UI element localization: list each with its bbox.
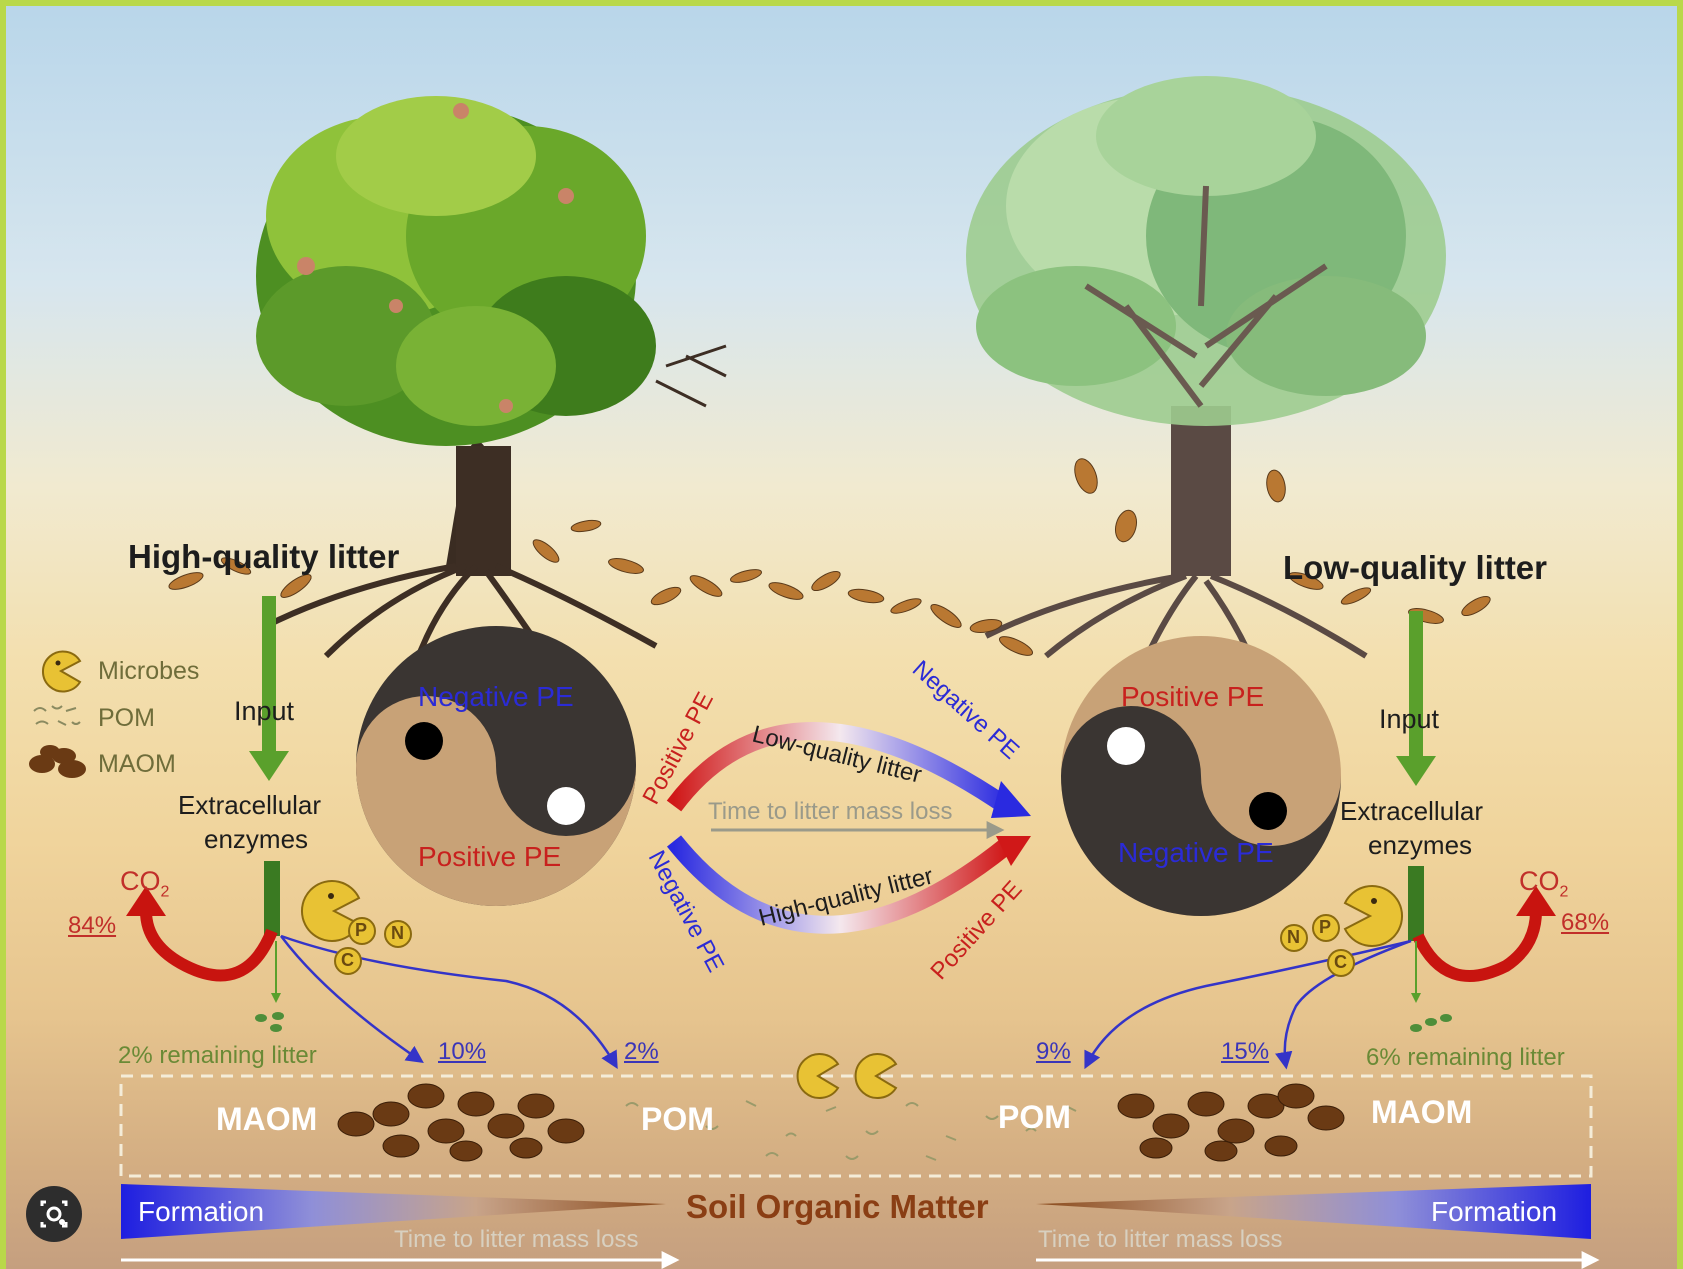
- nutrient-n-left: N: [391, 924, 404, 942]
- nutrient-c-right: C: [1334, 953, 1347, 971]
- maom-icon: [29, 745, 86, 778]
- nutrient-c-left: C: [341, 951, 354, 969]
- left-enzymes-line2: enzymes: [204, 826, 308, 852]
- right-enzymes-line2: enzymes: [1368, 832, 1472, 858]
- right-maom-percent: 15%: [1221, 1040, 1269, 1064]
- left-co2-percent: 84%: [68, 914, 116, 938]
- left-litter-title: High-quality litter: [128, 540, 399, 573]
- remaining-litter-dots: [255, 1012, 1452, 1032]
- center-negative-pe-top: Negative PE: [907, 655, 1024, 764]
- left-co2-label: CO2: [120, 868, 169, 900]
- soil-pom-right: POM: [998, 1101, 1071, 1133]
- pom-icon: [34, 706, 80, 725]
- right-enzymes-line1: Extracellular: [1340, 798, 1483, 824]
- diagram-canvas: Positive PE Negative PE Low-quality litt…: [6, 6, 1677, 1269]
- legend-maom: MAOM: [98, 752, 176, 777]
- input-arrow-right: [1396, 611, 1436, 941]
- right-pom-percent: 9%: [1036, 1040, 1071, 1064]
- yin-yang-right: [1061, 636, 1341, 916]
- microbe-icon-right: [1345, 886, 1402, 946]
- soil-organic-matter-title: Soil Organic Matter: [686, 1190, 989, 1223]
- nutrient-n-right: N: [1287, 928, 1300, 946]
- formation-label-left: Formation: [138, 1198, 264, 1226]
- microbe-icon: [43, 652, 80, 692]
- right-remaining-litter: 6% remaining litter: [1366, 1046, 1565, 1070]
- left-yin-bottom-label: Positive PE: [418, 843, 561, 871]
- diagram-artwork: Positive PE Negative PE Low-quality litt…: [6, 6, 1677, 1269]
- left-remaining-litter: 2% remaining litter: [118, 1044, 317, 1068]
- maom-clumps-right: [1118, 1084, 1344, 1161]
- center-time-label: Time to litter mass loss: [708, 800, 953, 824]
- left-yin-top-label: Negative PE: [418, 683, 574, 711]
- formation-label-right: Formation: [1431, 1198, 1557, 1226]
- image-search-icon: [26, 1186, 82, 1242]
- right-yin-top-label: Positive PE: [1121, 683, 1264, 711]
- legend-microbes: Microbes: [98, 659, 199, 684]
- legend-pom: POM: [98, 706, 155, 731]
- image-search-button[interactable]: [26, 1186, 82, 1242]
- right-co2-label: CO2: [1519, 868, 1568, 900]
- right-litter-title: Low-quality litter: [1283, 551, 1547, 584]
- left-enzymes-line1: Extracellular: [178, 792, 321, 818]
- maom-clumps-left: [338, 1084, 584, 1161]
- soil-maom-left: MAOM: [216, 1103, 317, 1135]
- nutrient-p-left: P: [355, 921, 367, 939]
- input-arrow-left: [249, 596, 289, 936]
- time-label-right: Time to litter mass loss: [1038, 1228, 1283, 1252]
- nutrient-p-right: P: [1319, 918, 1331, 936]
- left-pom-percent: 2%: [624, 1040, 659, 1064]
- time-label-left: Time to litter mass loss: [394, 1228, 639, 1252]
- left-input-label: Input: [234, 698, 294, 725]
- right-input-label: Input: [1379, 706, 1439, 733]
- left-maom-percent: 10%: [438, 1040, 486, 1064]
- soil-pom-left: POM: [641, 1103, 714, 1135]
- right-co2-percent: 68%: [1561, 911, 1609, 935]
- right-yin-bottom-label: Negative PE: [1118, 839, 1274, 867]
- soil-maom-right: MAOM: [1371, 1096, 1472, 1128]
- broadleaf-tree-icon: [256, 96, 726, 696]
- conifer-tree-icon: [966, 76, 1446, 706]
